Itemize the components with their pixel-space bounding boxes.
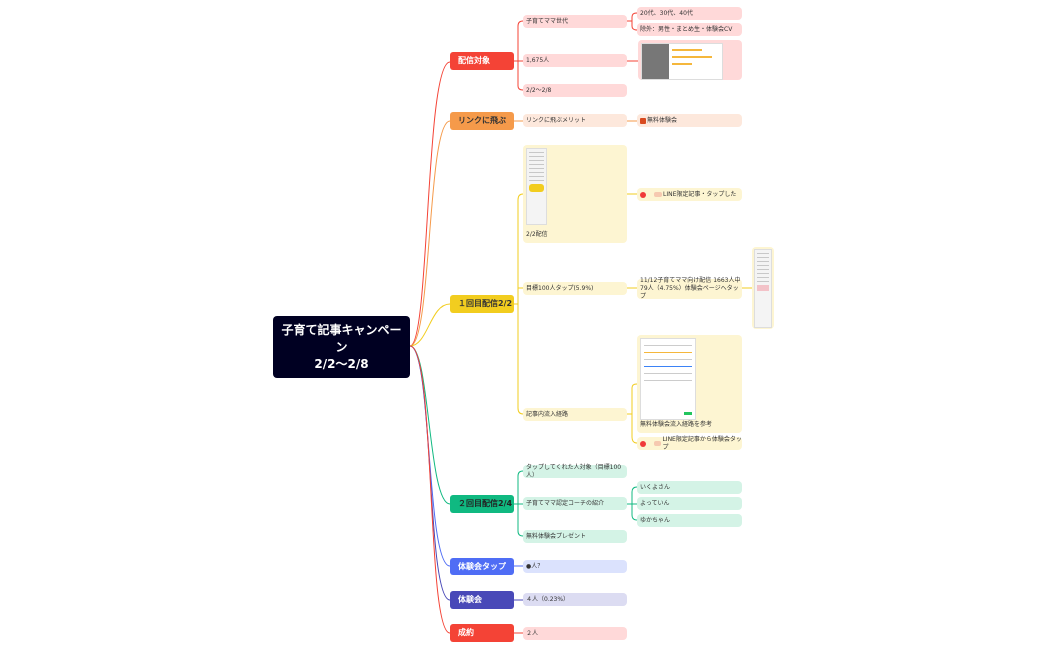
first-line-article[interactable]: LINE限定記事・タップした bbox=[637, 188, 742, 201]
link-free-trial[interactable]: 無料体験会 bbox=[637, 114, 742, 127]
article-thumbnail bbox=[526, 148, 547, 225]
target-count[interactable]: 1,675人 bbox=[523, 54, 627, 67]
first-line-to-trial[interactable]: LINE限定記事から体験会タップ bbox=[637, 435, 742, 451]
target-age[interactable]: 20代、30代、40代 bbox=[637, 7, 742, 20]
first-inflow-reference-label: 無料体験会流入経路を参考 bbox=[640, 421, 713, 428]
first-line-article-label: LINE限定記事・タップした bbox=[663, 190, 737, 198]
first-line-to-trial-label: LINE限定記事から体験会タップ bbox=[662, 435, 742, 451]
branch-deal[interactable]: 成約 bbox=[450, 624, 514, 642]
root-node[interactable]: 子育て記事キャンペー ン 2/2〜2/8 bbox=[273, 316, 410, 378]
link-merit[interactable]: リンクに飛ぶメリット bbox=[523, 114, 627, 127]
tag-icon bbox=[654, 192, 662, 197]
gift-icon bbox=[640, 117, 646, 124]
branch-target[interactable]: 配信対象 bbox=[450, 52, 514, 70]
root-title-line2: ン bbox=[335, 339, 348, 354]
reference-thumbnail bbox=[754, 249, 772, 328]
first-delivery-date: 2/2配信 bbox=[526, 231, 548, 238]
first-delivery-card[interactable]: 2/2配信 bbox=[523, 145, 627, 243]
target-screenshot-card[interactable] bbox=[638, 40, 742, 80]
red-dot-icon bbox=[640, 440, 646, 447]
second-free-trial-present[interactable]: 無料体験会プレゼント bbox=[523, 530, 627, 543]
second-target[interactable]: タップしてくれた人対象（目標100人） bbox=[523, 464, 627, 479]
trial-count[interactable]: ４人（0.23%） bbox=[523, 593, 627, 606]
branch-first-delivery[interactable]: １回目配信2/2 bbox=[450, 295, 514, 313]
coach-yotteinn[interactable]: よっていん bbox=[637, 497, 742, 510]
red-dot-icon bbox=[640, 191, 646, 198]
coach-yuka[interactable]: ゆかちゃん bbox=[637, 514, 742, 527]
root-title-line3: 2/2〜2/8 bbox=[314, 356, 369, 371]
branch-second-delivery[interactable]: ２回目配信2/4 bbox=[450, 495, 514, 513]
first-reference-screenshot[interactable] bbox=[752, 247, 774, 329]
first-inflow-card[interactable]: 無料体験会流入経路を参考 bbox=[637, 335, 742, 433]
link-free-trial-label: 無料体験会 bbox=[647, 116, 678, 124]
trial-tap-count[interactable]: ●人？ bbox=[523, 560, 627, 573]
first-reference[interactable]: 11/12子育てママ向け配信 1663人中79人（4.75%）体験会ページへタッ… bbox=[637, 277, 742, 300]
root-title-line1: 子育て記事キャンペー bbox=[281, 322, 402, 337]
target-period[interactable]: 2/2〜2/8 bbox=[523, 84, 627, 97]
branch-trial-tap[interactable]: 体験会タップ bbox=[450, 558, 514, 575]
branch-trial[interactable]: 体験会 bbox=[450, 591, 514, 609]
coach-ikuyo[interactable]: いくよさん bbox=[637, 481, 742, 494]
second-coach-intro[interactable]: 子育てママ認定コーチの紹介 bbox=[523, 497, 627, 510]
target-mama-generation[interactable]: 子育てママ世代 bbox=[523, 15, 627, 28]
target-exclude[interactable]: 除外：男性・まとめ生・体験会CV bbox=[637, 23, 742, 36]
first-inflow-route[interactable]: 記事内流入経路 bbox=[523, 408, 627, 421]
tag-icon bbox=[654, 441, 662, 446]
branch-link[interactable]: リンクに飛ぶ bbox=[450, 112, 514, 130]
deal-count[interactable]: ２人 bbox=[523, 627, 627, 640]
target-screenshot-image bbox=[641, 43, 723, 80]
inflow-screenshot bbox=[640, 338, 696, 420]
first-goal[interactable]: 目標100人タップ(5.9%) bbox=[523, 282, 627, 295]
